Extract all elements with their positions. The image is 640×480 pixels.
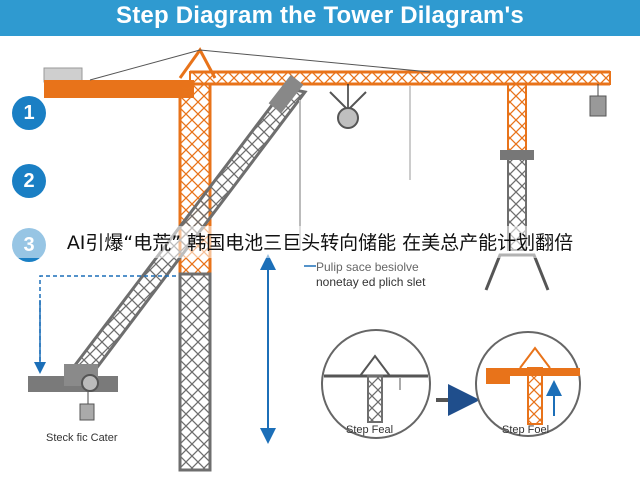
step-before-label: Step Feal bbox=[346, 424, 394, 436]
annotation-line-1: Pulip sace besiolve bbox=[316, 260, 419, 274]
secondary-tower bbox=[484, 83, 607, 291]
tower-mast-lower bbox=[178, 272, 212, 472]
annotation-line-2: nonetay ed plich slet bbox=[316, 275, 426, 289]
jib-hook bbox=[79, 403, 95, 421]
title-bar bbox=[0, 0, 640, 36]
left-caption: Steck fic Cater bbox=[46, 432, 118, 444]
step-after-illustration bbox=[475, 331, 581, 437]
hook-block bbox=[337, 107, 359, 129]
step-badge-1: 1 bbox=[12, 96, 46, 130]
secondary-tower-upper bbox=[507, 83, 527, 155]
measurement-annotations bbox=[34, 254, 316, 444]
secondary-tower-base bbox=[484, 253, 550, 291]
step-badge-2: 2 bbox=[12, 164, 46, 198]
main-jib bbox=[189, 71, 611, 85]
counter-jib bbox=[44, 80, 194, 98]
secondary-hook bbox=[589, 95, 607, 117]
overlay-band bbox=[0, 226, 640, 258]
step-before-illustration bbox=[321, 329, 431, 439]
counterweight-block bbox=[43, 67, 83, 83]
overlay-caption: AI引爆“电荒” 韩国电池三巨头转向储能 在美总产能计划翻倍 bbox=[66, 232, 574, 254]
page-title: Step Diagram the Tower Dilagram's bbox=[116, 2, 524, 29]
main-tower-crane bbox=[43, 47, 611, 472]
step-after-label: Step Foel bbox=[502, 424, 550, 436]
